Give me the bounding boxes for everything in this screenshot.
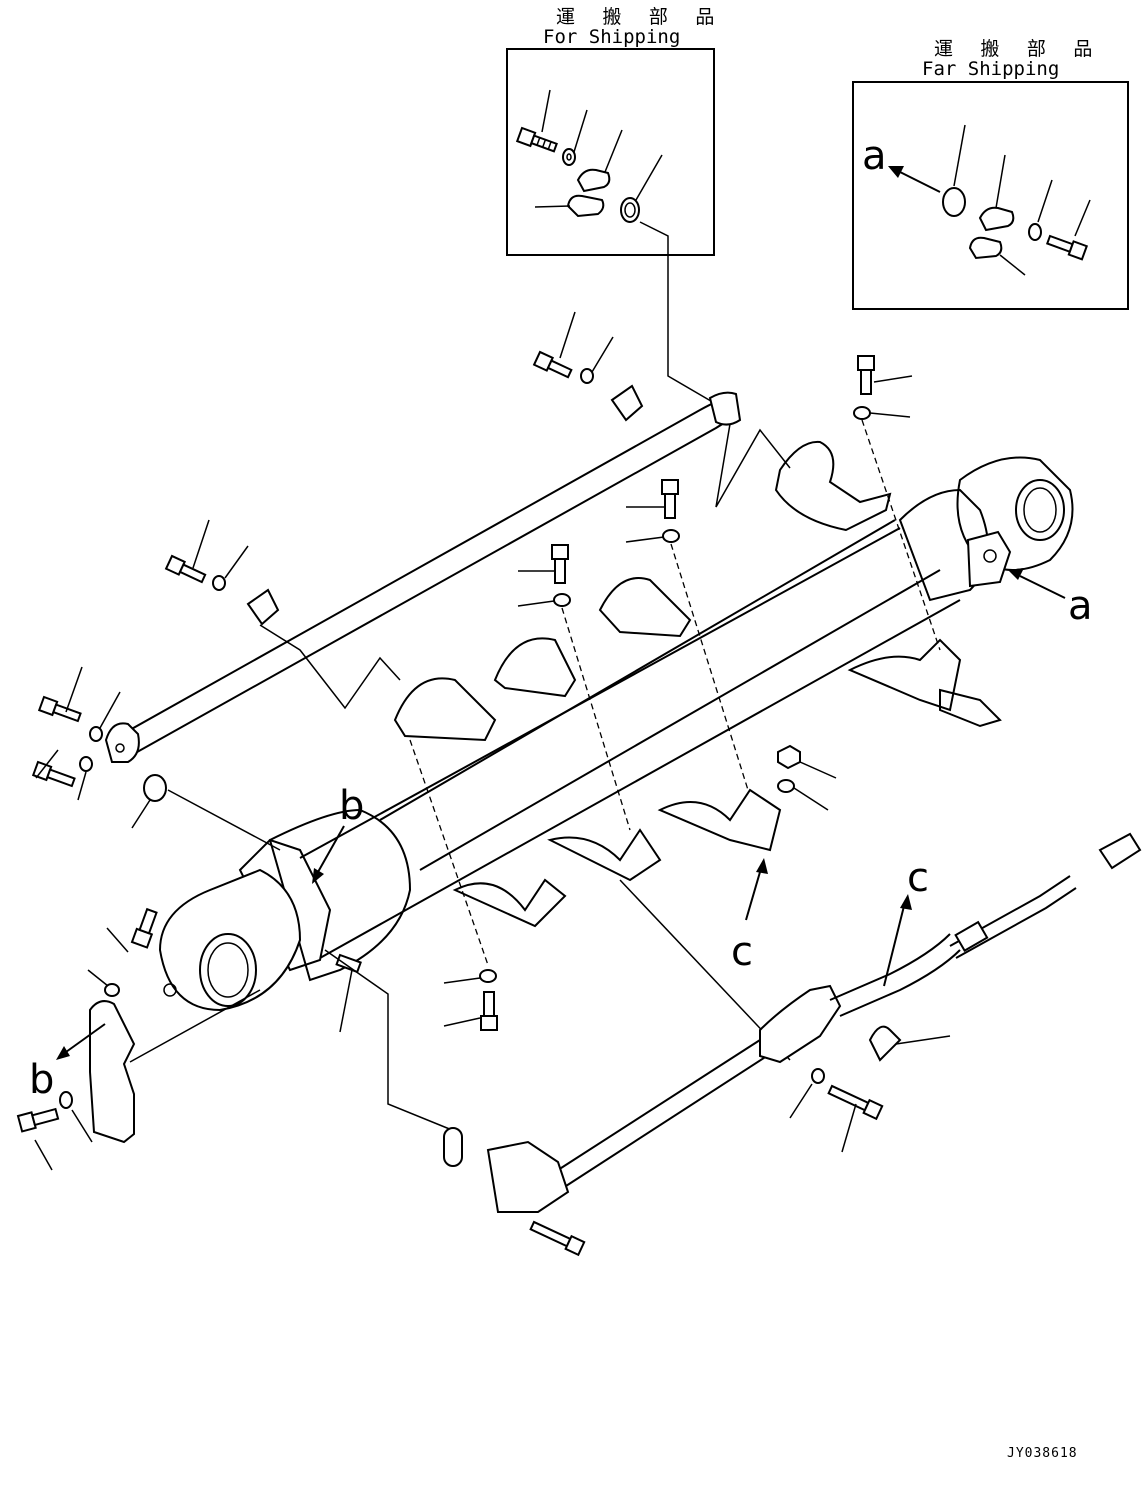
shipping-box-2-title-en: Far Shipping [922, 58, 1060, 80]
shipping-box-1 [506, 48, 715, 256]
lower-pipe [486, 832, 1142, 1257]
drawing-code: JY038618 [1007, 1446, 1078, 1461]
view-label-c-upper: c [907, 855, 929, 901]
hardware [16, 311, 941, 1171]
shipping-box-2-title-jp: 運 搬 部 品 [934, 38, 1101, 60]
cylinder [158, 456, 1074, 1012]
view-label-c-lower: c [731, 929, 753, 975]
box2-parts [888, 124, 1091, 276]
view-arrows [56, 568, 1066, 1060]
view-label-b-top: b [339, 783, 365, 829]
box1-leader [639, 221, 717, 405]
box1-parts [515, 89, 663, 223]
shipping-box-1-title-en: For Shipping [543, 26, 681, 48]
view-label-b-bottom: b [29, 1057, 55, 1103]
view-label-a-main: a [1068, 583, 1093, 629]
shipping-box-1-title-jp: 運 搬 部 品 [556, 6, 723, 28]
shipping-box-2 [852, 81, 1129, 310]
clamps [393, 440, 1002, 928]
view-label-a-box: a [862, 133, 887, 179]
upper-tube [104, 391, 742, 763]
